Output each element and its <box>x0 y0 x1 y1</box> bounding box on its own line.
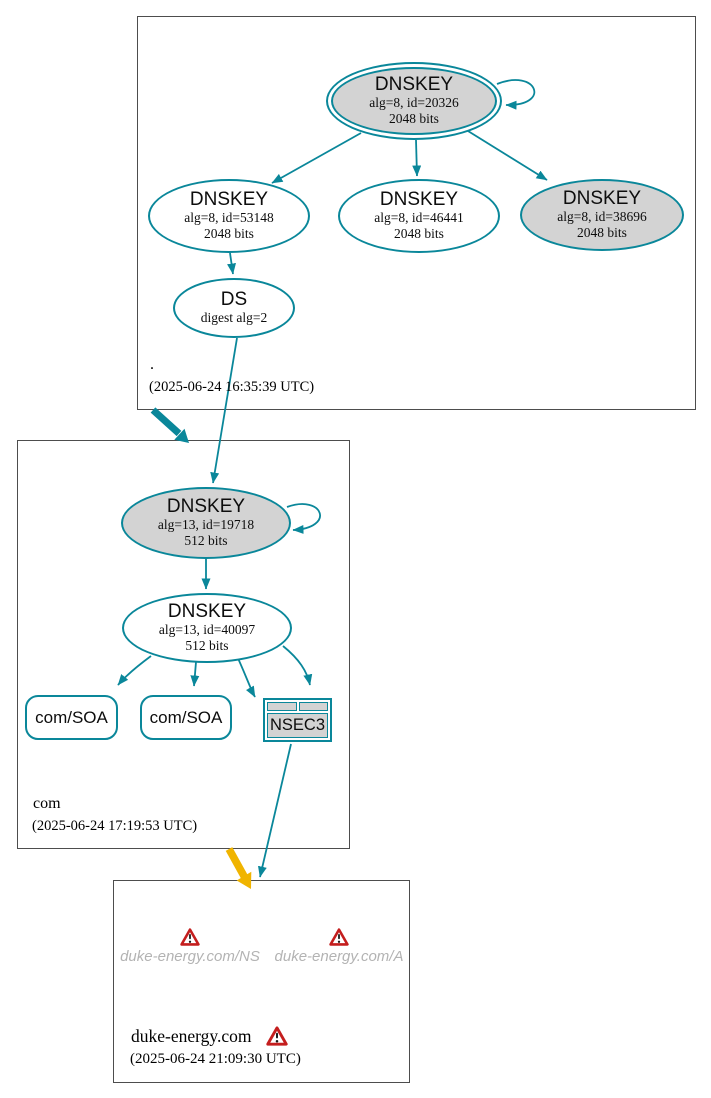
rrset-label-ns: duke-energy.com/NS <box>120 948 260 965</box>
dnskey-alg-id: alg=8, id=38696 <box>557 208 647 224</box>
zone-box-duke-energy <box>113 880 410 1083</box>
dnskey-bits: 2048 bits <box>204 225 254 241</box>
zone-timestamp-com: (2025-06-24 17:19:53 UTC) <box>32 818 198 834</box>
dnskey-bits: 2048 bits <box>389 110 439 126</box>
edge-com-to-duke-insecure-delegation <box>225 847 248 879</box>
dnskey-node-com-zsk-40097[interactable]: DNSKEY alg=13, id=40097 512 bits <box>122 593 292 663</box>
soa-node-2[interactable]: com/SOA <box>140 695 232 740</box>
soa-node-1[interactable]: com/SOA <box>25 695 118 740</box>
dnskey-alg-id: alg=13, id=19718 <box>157 516 255 532</box>
dnskey-node-38696[interactable]: DNSKEY alg=8, id=38696 2048 bits <box>520 179 684 251</box>
nsec3-label: NSEC3 <box>267 713 328 738</box>
dnskey-node-46441[interactable]: DNSKEY alg=8, id=46441 2048 bits <box>338 179 500 253</box>
dnskey-title: DNSKEY <box>374 73 454 95</box>
dnskey-bits: 512 bits <box>185 637 229 653</box>
dnskey-title: DNSKEY <box>562 187 642 209</box>
zone-timestamp-duke-energy: (2025-06-24 21:09:30 UTC) <box>130 1051 301 1067</box>
zone-label-com: com <box>33 795 61 812</box>
rrset-label-a: duke-energy.com/A <box>274 948 404 965</box>
dnskey-alg-id: alg=13, id=40097 <box>158 621 256 637</box>
nsec3-node[interactable]: NSEC3 <box>263 698 332 742</box>
warning-icon[interactable] <box>329 928 349 946</box>
ds-title: DS <box>220 288 248 310</box>
dnskey-bits: 2048 bits <box>577 224 627 240</box>
dnskey-node-53148[interactable]: DNSKEY alg=8, id=53148 2048 bits <box>148 179 310 253</box>
dnskey-bits: 512 bits <box>184 532 228 548</box>
dnskey-title: DNSKEY <box>379 188 459 210</box>
dnskey-title: DNSKEY <box>189 188 269 210</box>
dnskey-node-com-ksk-19718[interactable]: DNSKEY alg=13, id=19718 512 bits <box>121 487 291 559</box>
dnskey-alg-id: alg=8, id=46441 <box>374 209 464 225</box>
dnskey-alg-id: alg=8, id=20326 <box>369 94 459 110</box>
dnskey-bits: 2048 bits <box>394 225 444 241</box>
nsec3-header-row <box>267 702 328 711</box>
dnskey-alg-id: alg=8, id=53148 <box>184 209 274 225</box>
zone-label-root: . <box>150 356 154 373</box>
warning-icon[interactable] <box>180 928 200 946</box>
zone-timestamp-root: (2025-06-24 16:35:39 UTC) <box>149 379 315 395</box>
zone-label-duke-energy: duke-energy.com <box>131 1026 252 1046</box>
edge-root-to-com-delegation <box>150 407 182 437</box>
soa-label: com/SOA <box>35 707 108 727</box>
dnskey-node-ksk-20326[interactable]: DNSKEY alg=8, id=20326 2048 bits <box>326 62 502 140</box>
dnskey-title: DNSKEY <box>166 495 246 517</box>
ds-node[interactable]: DS digest alg=2 <box>173 278 295 338</box>
soa-label: com/SOA <box>149 707 223 727</box>
warning-icon[interactable] <box>266 1026 288 1046</box>
dnskey-node-ksk-20326-inner: DNSKEY alg=8, id=20326 2048 bits <box>331 67 497 135</box>
ds-digest: digest alg=2 <box>200 309 268 325</box>
nsec3-header-cell <box>267 702 297 711</box>
nsec3-header-cell <box>298 702 328 711</box>
dnskey-title: DNSKEY <box>167 600 247 622</box>
